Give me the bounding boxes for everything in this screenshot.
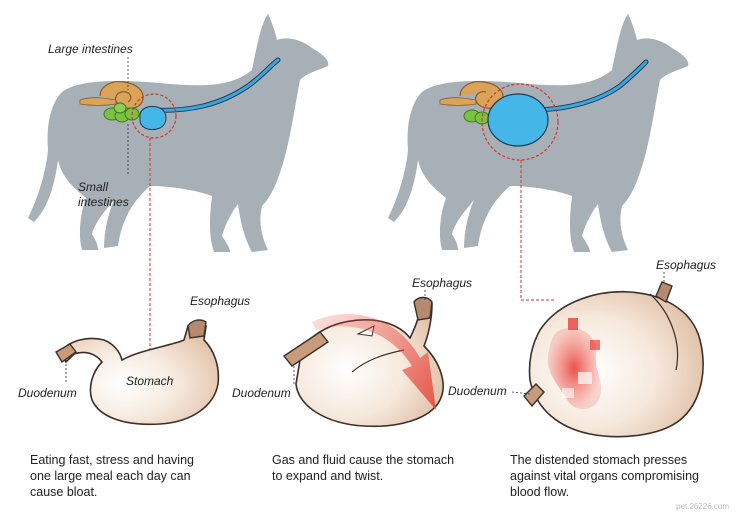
label-duodenum-3: Duodenum bbox=[448, 384, 507, 398]
inflammation-patches bbox=[547, 318, 601, 410]
caption-panel-2: Gas and fluid cause the stomach to expan… bbox=[272, 452, 482, 484]
label-stomach: Stomach bbox=[126, 374, 174, 388]
esophagus-tube bbox=[413, 296, 433, 321]
small-intestine bbox=[463, 109, 490, 125]
duodenum-tube bbox=[523, 383, 545, 408]
esophagus bbox=[528, 60, 648, 112]
caption-line: to expand and twist. bbox=[272, 469, 384, 483]
label-esophagus-1: Esophagus bbox=[190, 294, 251, 308]
label-duodenum-2: Duodenum bbox=[232, 386, 291, 400]
caption-line: blood flow. bbox=[510, 485, 570, 499]
caption-line: cause bloat. bbox=[30, 485, 98, 499]
watermark: pet.26226.com bbox=[676, 502, 729, 511]
caption-panel-1: Eating fast, stress and having one large… bbox=[30, 452, 240, 500]
label-large-intestines: Large intestines bbox=[48, 42, 133, 56]
esophagus-tube bbox=[655, 281, 673, 304]
stomach-normal bbox=[139, 105, 167, 131]
caption-line: against vital organs compromising bbox=[510, 469, 699, 483]
label-duodenum-1: Duodenum bbox=[18, 386, 77, 400]
caption-line: Eating fast, stress and having bbox=[30, 453, 194, 467]
rectum bbox=[439, 97, 477, 106]
twist-arrow bbox=[312, 313, 436, 410]
stomach-distended-closeup bbox=[511, 272, 704, 438]
caption-panel-3: The distended stomach presses against vi… bbox=[510, 452, 730, 500]
label-esophagus-3: Esophagus bbox=[656, 258, 717, 272]
stomach-shape bbox=[59, 322, 220, 426]
stomach-highlight-circle bbox=[481, 83, 559, 161]
stomach-normal-closeup bbox=[55, 319, 220, 426]
stomach-highlight-circle bbox=[131, 93, 177, 139]
stomach-twisted-closeup bbox=[282, 290, 444, 428]
dog-organs-normal bbox=[79, 57, 281, 350]
caption-line: The distended stomach presses bbox=[510, 453, 688, 467]
leader-line-bloated bbox=[520, 160, 556, 301]
esophagus bbox=[148, 58, 280, 112]
caption-line: one large meal each day can bbox=[30, 469, 191, 483]
twist-fold bbox=[351, 349, 405, 373]
esophagus-tube bbox=[187, 319, 207, 339]
caption-line: Gas and fluid cause the stomach bbox=[272, 453, 455, 467]
label-small-intestines-line2: intestines bbox=[78, 195, 129, 209]
label-small-intestines-line1: Small bbox=[78, 180, 109, 194]
rectum bbox=[79, 97, 117, 106]
stomach-bloated bbox=[487, 93, 549, 147]
duodenum-tube bbox=[282, 331, 330, 367]
duodenum-tube bbox=[55, 343, 77, 364]
duodenum-pointer bbox=[511, 391, 531, 395]
label-esophagus-2: Esophagus bbox=[412, 276, 473, 290]
dog-silhouette-bloated bbox=[388, 14, 689, 252]
stomach-fold bbox=[649, 293, 679, 371]
